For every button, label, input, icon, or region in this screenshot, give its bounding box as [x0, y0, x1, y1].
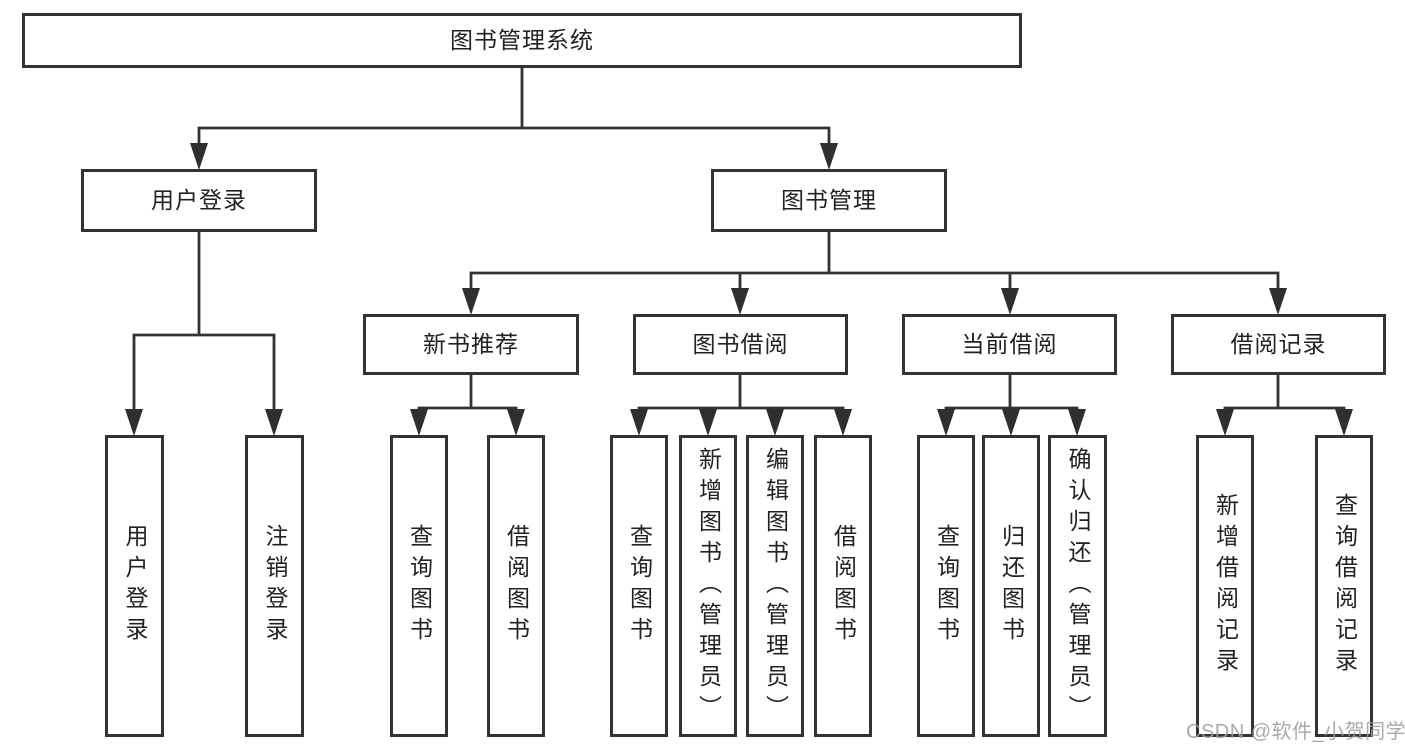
leaf-label: 借阅图书	[830, 524, 857, 648]
leaf-label: 查询借阅记录	[1331, 493, 1358, 679]
arrow-icon	[766, 409, 784, 436]
leaf-label: 查询图书	[406, 524, 433, 648]
arrow-icon	[1002, 409, 1020, 436]
arrow-icon	[125, 409, 143, 436]
leaf-label: 新增图书（管理员）	[695, 446, 722, 726]
leaf-label: 用户登录	[122, 524, 148, 648]
leaf-confirm-return-admin: 确认归还（管理员）	[1048, 435, 1107, 737]
connector-book-management	[469, 229, 1280, 293]
leaf-label: 查询图书	[933, 524, 960, 648]
leaf-query-books-3: 查询图书	[917, 435, 975, 737]
arrowheads	[125, 143, 1353, 436]
node-borrow-records: 借阅记录	[1171, 314, 1386, 375]
leaf-label: 查询图书	[626, 524, 653, 648]
leaf-query-books-2: 查询图书	[610, 435, 668, 737]
arrow-icon	[462, 288, 480, 315]
leaf-return-book: 归还图书	[982, 435, 1040, 737]
node-current-borrow: 当前借阅	[902, 314, 1117, 375]
arrow-icon	[630, 409, 648, 436]
leaf-add-book-admin: 新增图书（管理员）	[679, 435, 737, 737]
arrow-icon	[1216, 409, 1234, 436]
leaf-label: 借阅图书	[503, 524, 530, 648]
connector-current-borrow	[944, 372, 1079, 414]
node-library-management-system: 图书管理系统	[22, 13, 1022, 68]
connector-borrow-records	[1223, 372, 1346, 414]
watermark: CSDN @软件_小贺同学	[1186, 721, 1405, 743]
arrow-icon	[1269, 288, 1287, 315]
connector-new-book-recommend	[417, 372, 518, 414]
arrow-icon	[1335, 409, 1353, 436]
connector-root	[197, 65, 831, 150]
arrow-icon	[410, 409, 428, 436]
leaf-query-books-1: 查询图书	[390, 435, 448, 737]
arrow-icon	[190, 143, 208, 170]
arrow-icon	[1001, 288, 1019, 315]
arrow-icon	[820, 143, 838, 170]
node-user-login: 用户登录	[81, 169, 317, 232]
arrow-icon	[699, 409, 717, 436]
node-book-borrow: 图书借阅	[633, 314, 848, 375]
leaf-borrow-books-1: 借阅图书	[487, 435, 545, 737]
leaf-label: 注销登录	[262, 524, 288, 648]
leaf-add-borrow-record: 新增借阅记录	[1196, 435, 1254, 737]
connector-book-borrow	[637, 372, 845, 414]
leaf-label: 确认归还（管理员）	[1065, 446, 1091, 726]
leaf-borrow-books-2: 借阅图书	[814, 435, 872, 737]
leaf-label: 归还图书	[998, 524, 1025, 648]
leaf-label: 编辑图书（管理员）	[762, 446, 789, 726]
leaf-query-borrow-record: 查询借阅记录	[1315, 435, 1373, 737]
arrow-icon	[1068, 409, 1086, 436]
arrow-icon	[265, 409, 283, 436]
node-book-management: 图书管理	[711, 169, 947, 232]
leaf-label: 新增借阅记录	[1212, 493, 1239, 679]
node-new-book-recommend: 新书推荐	[363, 314, 579, 375]
arrow-icon	[834, 409, 852, 436]
leaf-user-login: 用户登录	[105, 435, 164, 737]
arrow-icon	[937, 409, 955, 436]
connector-user-login	[132, 229, 276, 414]
leaf-edit-book-admin: 编辑图书（管理员）	[746, 435, 804, 737]
arrow-icon	[731, 288, 749, 315]
arrow-icon	[507, 409, 525, 436]
leaf-logout: 注销登录	[245, 435, 304, 737]
